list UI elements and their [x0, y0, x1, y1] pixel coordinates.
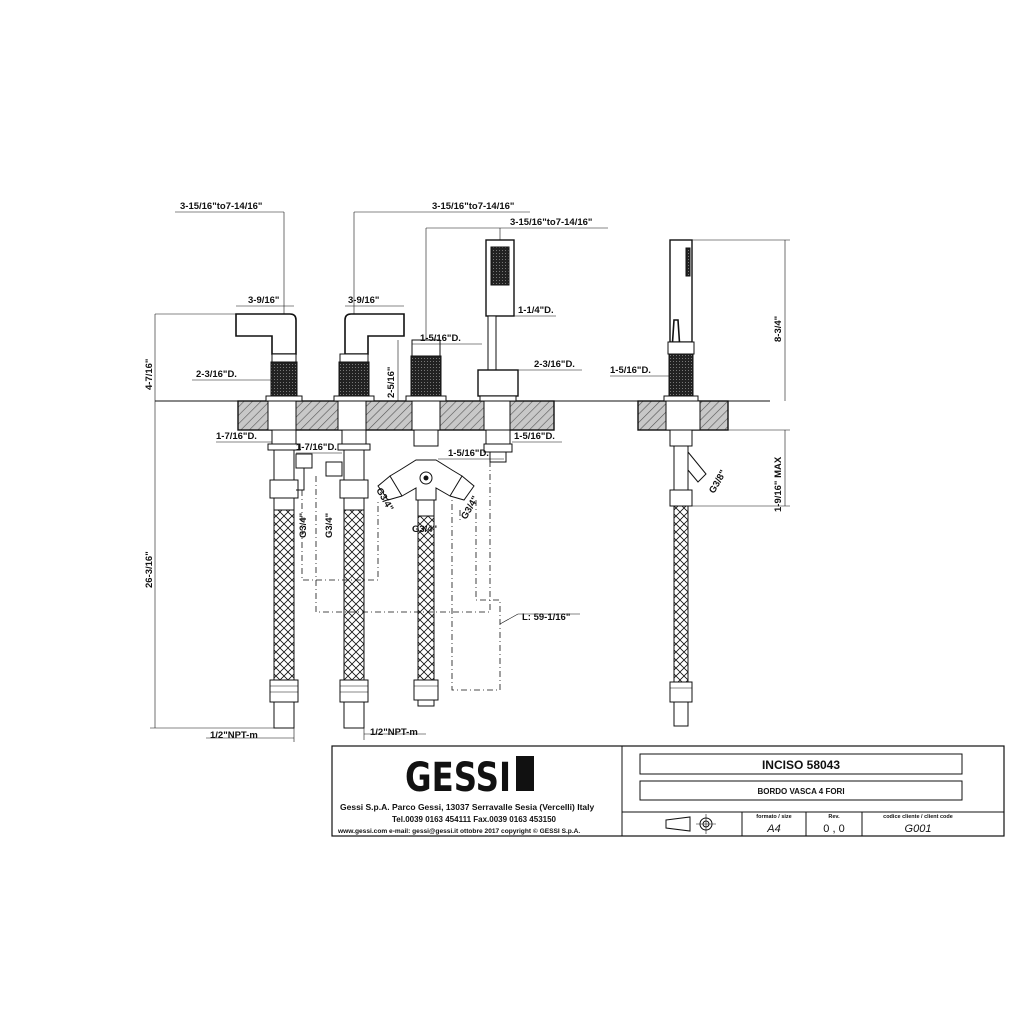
hose-routing-dashed — [301, 462, 501, 691]
dim-spread-3: 3-15/16"to7-14/16" — [510, 217, 592, 228]
valve-left — [235, 313, 313, 729]
client-value: G001 — [905, 823, 932, 835]
company-line: Gessi S.p.A. Parco Gessi, 13037 Serraval… — [340, 802, 594, 812]
dim-shank-mid: 1-7/16"D. — [296, 442, 337, 453]
dim-height-above-deck: 4-7/16" — [144, 359, 155, 390]
dim-knob-height: 2-5/16" — [386, 367, 397, 398]
dim-side-thread: G3/8" — [707, 468, 729, 495]
dim-spread-2: 3-15/16"to7-14/16" — [432, 201, 514, 212]
brand-logo-text: GESSI — [405, 755, 511, 801]
dim-npt-left: 1/2"NPT-m — [210, 730, 258, 741]
product-description: BORDO VASCA 4 FORI — [757, 787, 844, 796]
format-label: formato / size — [756, 814, 791, 820]
dim-side-height: 8-3/4" — [773, 316, 784, 342]
dim-thread-4: G3/4" — [412, 524, 437, 535]
dim-spread-1: 3-15/16"to7-14/16" — [180, 201, 262, 212]
dim-shank-left: 1-7/16"D. — [216, 431, 257, 442]
valve-second — [325, 313, 405, 729]
dim-handle-2: 3-9/16" — [348, 295, 379, 306]
dim-thread-3: G3/4" — [373, 486, 395, 513]
dim-npt-mid: 1/2"NPT-m — [370, 727, 418, 738]
dimensions-front: 3-15/16"to7-14/16" 3-15/16"to7-14/16" 3-… — [144, 201, 608, 742]
phone-line: Tel.0039 0163 454111 Fax.0039 0163 45315… — [392, 815, 557, 824]
client-label: codice cliente / client code — [883, 814, 953, 820]
format-value: A4 — [766, 823, 780, 835]
dim-spout-diam: 1-1/4"D. — [518, 305, 554, 316]
diverter-center — [377, 339, 475, 707]
dim-shank-center: 1-5/16"D. — [448, 448, 489, 459]
product-name: INCISO 58043 — [762, 758, 840, 772]
web-line: www.gessi.com e-mail: gessi@gessi.it ott… — [337, 827, 580, 835]
rev-label: Rev. — [828, 814, 840, 820]
handshower — [477, 239, 519, 463]
rev-value: 0 , 0 — [823, 823, 844, 835]
dim-thread-2: G3/4" — [324, 513, 335, 538]
dim-side-knob-diam: 1-5/16"D. — [610, 365, 651, 376]
dim-valve-diam-left: 2-3/16"D. — [196, 369, 237, 380]
dim-thread-1: G3/4" — [298, 513, 309, 538]
dim-total-below-deck: 26-3/16" — [144, 551, 155, 588]
dim-thread-5: G3/4" — [459, 494, 481, 521]
dim-shank-right: 1-5/16"D. — [514, 431, 555, 442]
dim-side-max: 1-9/16" MAX — [773, 456, 784, 512]
deck-front-view — [155, 400, 630, 431]
brand-logo-block — [516, 756, 534, 791]
dim-knob-diam: 1-5/16"D. — [420, 333, 461, 344]
side-view: 8-3/4" 1-5/16"D. G3/8" 1-9/16" MAX — [610, 239, 790, 727]
title-block: INCISO 58043 BORDO VASCA 4 FORI GESSI Ge… — [331, 745, 1005, 837]
dim-handle-1: 3-9/16" — [248, 295, 279, 306]
dim-hose-length: L: 59-1/16" — [522, 612, 570, 623]
projection-symbol-icon — [665, 814, 716, 834]
dim-valve-diam-right: 2-3/16"D. — [534, 359, 575, 370]
